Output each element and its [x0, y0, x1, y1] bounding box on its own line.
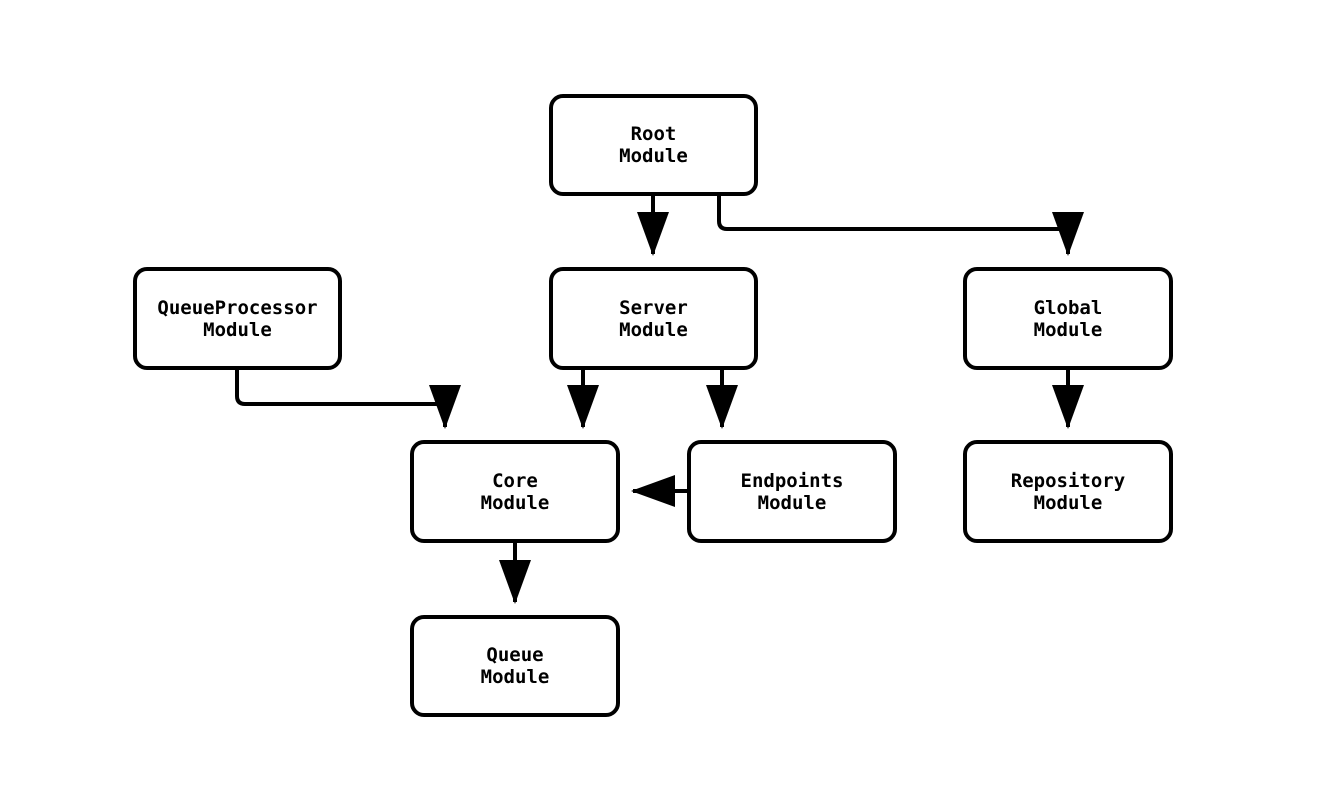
node-root-label: Root Module — [619, 123, 688, 167]
node-endpoints[interactable]: Endpoints Module — [687, 440, 897, 543]
edge-queueprocessor-core — [235, 370, 461, 429]
node-queueprocessor-label: QueueProcessor Module — [157, 296, 318, 341]
node-queue[interactable]: Queue Module — [410, 615, 620, 717]
node-repository[interactable]: Repository Module — [963, 440, 1173, 543]
node-root[interactable]: Root Module — [549, 94, 758, 196]
node-core-label: Core Module — [480, 469, 550, 514]
node-global-label: Global Module — [1033, 296, 1103, 341]
node-endpoints-label: Endpoints Module — [740, 469, 844, 514]
node-queue-label: Queue Module — [480, 644, 550, 688]
edge-root-global — [717, 196, 1084, 256]
node-server[interactable]: Server Module — [549, 267, 758, 370]
node-queueprocessor[interactable]: QueueProcessor Module — [133, 267, 342, 370]
node-server-label: Server Module — [619, 296, 688, 341]
node-global[interactable]: Global Module — [963, 267, 1173, 370]
node-core[interactable]: Core Module — [410, 440, 620, 543]
node-repository-label: Repository Module — [1010, 469, 1126, 514]
